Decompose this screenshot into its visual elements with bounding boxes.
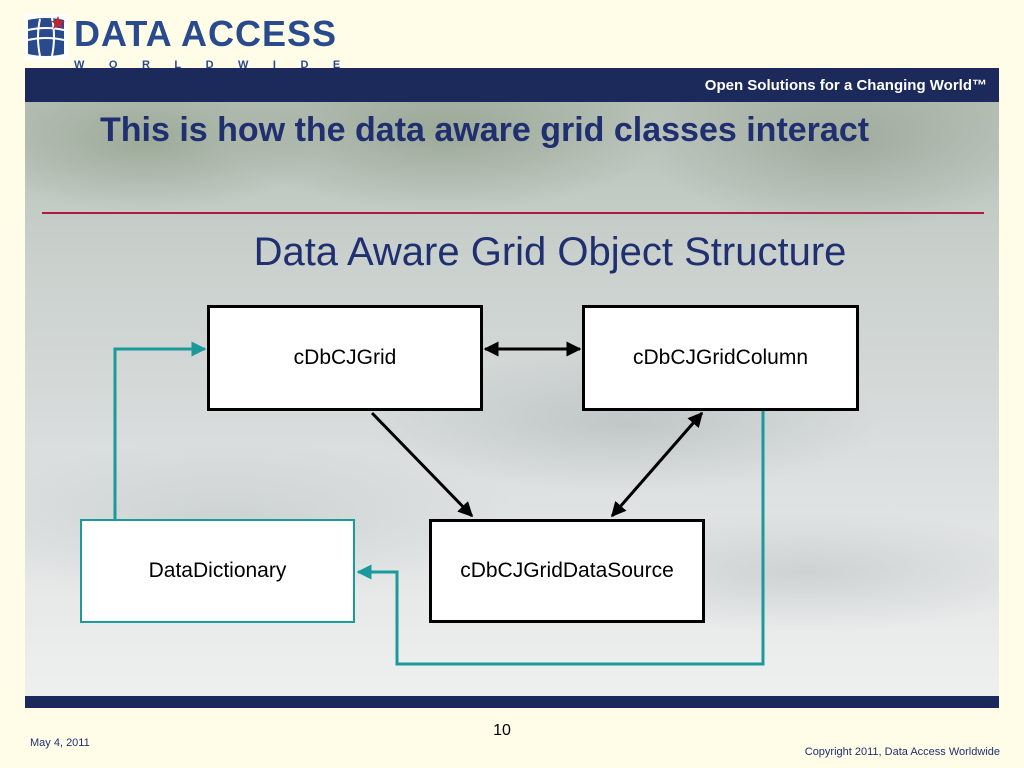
page-number: 10 xyxy=(493,722,511,739)
node-cdbcjgrid-label: cDbCJGrid xyxy=(293,346,397,369)
title-divider xyxy=(42,212,984,214)
tagline: Open Solutions for a Changing World™ xyxy=(704,77,987,94)
diagram-heading: Data Aware Grid Object Structure xyxy=(253,230,847,274)
header-bar: Open Solutions for a Changing World™ xyxy=(25,68,999,102)
node-cdbcjgridcolumn-label: cDbCJGridColumn xyxy=(632,346,809,369)
copyright-notice: Copyright 2011, Data Access Worldwide xyxy=(804,746,1000,758)
globe-logo-icon xyxy=(24,14,68,60)
grid-datasource-link xyxy=(370,411,474,518)
column-datasource-link xyxy=(610,411,704,518)
node-datadictionary-label: DataDictionary xyxy=(148,559,287,582)
slide-title: This is how the data aware grid classes … xyxy=(100,111,870,149)
slide-date: May 4, 2011 xyxy=(30,737,90,749)
column-dictionary-link xyxy=(356,411,765,666)
node-cdbcjgriddatasource: cDbCJGridDataSource xyxy=(429,519,705,623)
dictionary-grid-link xyxy=(113,341,207,519)
node-cdbcjgriddatasource-label: cDbCJGridDataSource xyxy=(460,559,674,582)
node-datadictionary: DataDictionary xyxy=(80,519,355,623)
node-cdbcjgrid: cDbCJGrid xyxy=(207,305,483,411)
node-cdbcjgridcolumn: cDbCJGridColumn xyxy=(582,305,859,411)
logo-wordmark: DATA ACCESS xyxy=(74,13,337,54)
footer-bar xyxy=(25,696,999,708)
